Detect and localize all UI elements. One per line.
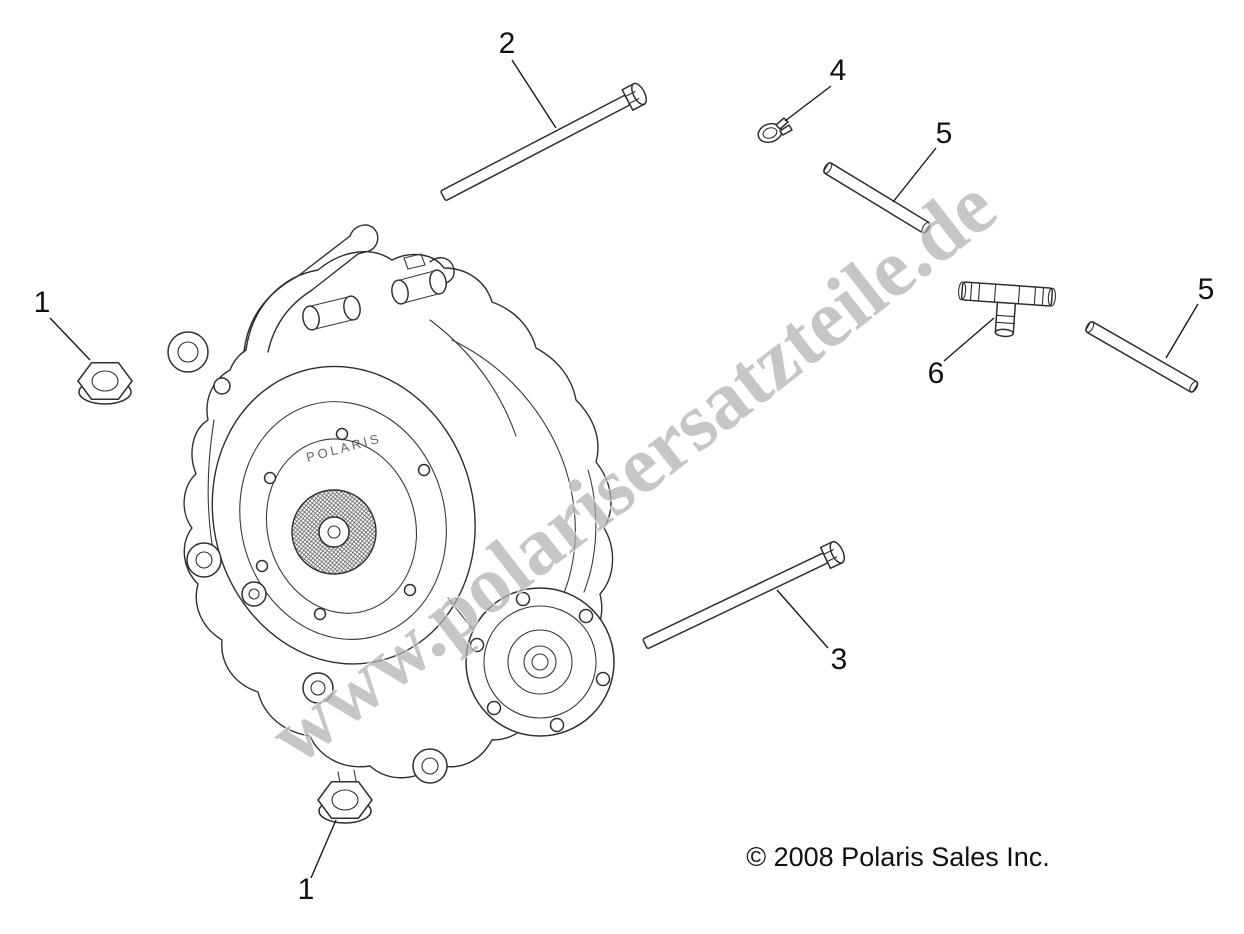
callout-clamp: 4 <box>784 54 847 122</box>
leader-line <box>892 147 937 203</box>
callout-label-6: 6 <box>928 357 945 390</box>
mounting-bosses <box>167 331 448 784</box>
part-vent-tube-upper <box>823 162 931 234</box>
part-hose-clamp <box>757 117 793 144</box>
vent-screen <box>291 489 377 575</box>
callout-nut-upper: 1 <box>34 286 91 361</box>
callout-nut-lower: 1 <box>298 819 337 906</box>
callout-label-4: 4 <box>830 54 847 87</box>
mounting-bracket-arm <box>243 224 455 353</box>
cover-rings <box>211 365 476 665</box>
callout-tee-fitting: 6 <box>928 317 995 390</box>
installed-studs <box>302 269 447 331</box>
callout-vent-tube-lower: 5 <box>1165 273 1215 359</box>
copyright-text: © 2008 Polaris Sales Inc. <box>746 842 1050 872</box>
callout-label-5-upper: 5 <box>936 117 953 150</box>
part-flange-nut-lower <box>317 781 373 824</box>
housing-ribs <box>207 319 597 599</box>
watermark-text: www.polarisersatzteile.de <box>253 160 1012 781</box>
leader-line <box>776 589 829 649</box>
leader-line <box>310 819 337 879</box>
part-bolt-upper <box>440 82 647 201</box>
callout-label-1-lower: 1 <box>298 873 315 906</box>
part-flange-nut-upper <box>77 362 133 405</box>
leader-line <box>1165 303 1199 359</box>
part-vent-tube-lower <box>1085 321 1199 393</box>
output-flange <box>447 587 615 737</box>
leader-line <box>943 317 995 362</box>
leader-line <box>784 85 832 122</box>
callout-label-2: 2 <box>499 27 516 60</box>
part-bolt-lower <box>642 540 846 650</box>
leader-line <box>49 317 91 361</box>
callout-label-1-upper: 1 <box>34 286 51 319</box>
callout-bolt-lower: 3 <box>776 589 848 676</box>
leader-line <box>511 59 557 129</box>
callout-label-3: 3 <box>831 643 848 676</box>
part-tee-fitting <box>958 281 1056 338</box>
callout-bolt-upper: 2 <box>499 27 557 129</box>
callout-vent-tube-upper: 5 <box>892 117 953 203</box>
cover-bolts <box>255 427 431 621</box>
callout-label-5-lower: 5 <box>1198 273 1215 306</box>
gearcase-drawing: POLARIS <box>167 224 615 795</box>
